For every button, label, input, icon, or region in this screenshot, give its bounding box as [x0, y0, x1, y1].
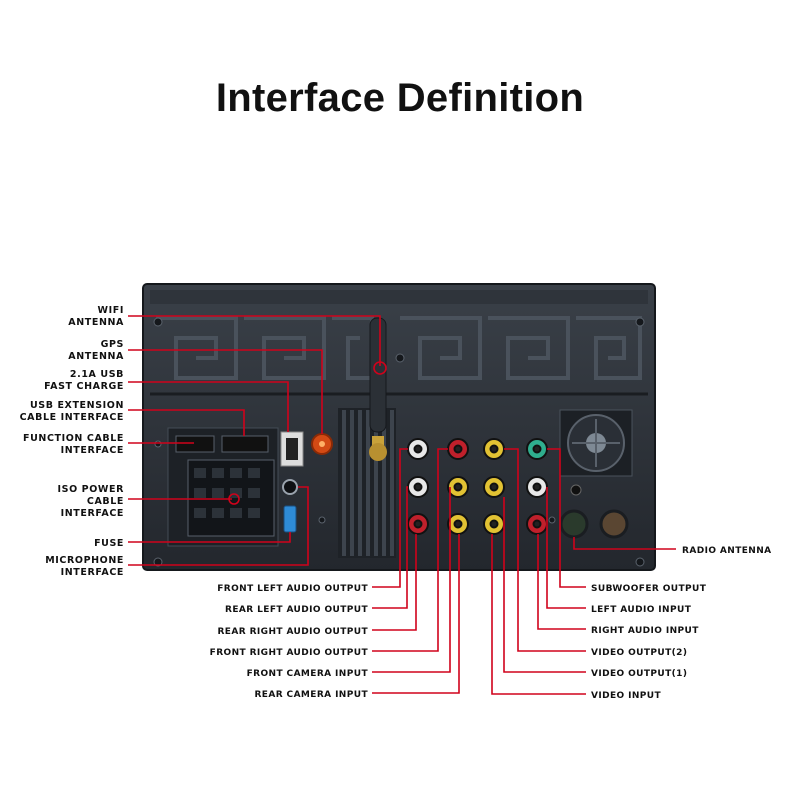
usb-port: [280, 431, 304, 467]
label-left-audio-input: LEFT AUDIO INPUT: [591, 605, 692, 615]
heatsink: [338, 408, 396, 558]
label-fuse: FUSE: [94, 538, 124, 549]
label-front-camera-input: FRONT CAMERA INPUT: [247, 669, 369, 679]
label-function-cable-1: FUNCTION CABLE: [23, 433, 124, 444]
label-video-input: VIDEO INPUT: [591, 691, 662, 701]
label-iso-power-3: INTERFACE: [61, 508, 124, 519]
label-rear-camera-input: REAR CAMERA INPUT: [254, 690, 368, 700]
label-gps-antenna-2: ANTENNA: [68, 351, 124, 362]
iso-power-connector: [167, 427, 279, 547]
label-front-right-audio-output: FRONT RIGHT AUDIO OUTPUT: [210, 648, 369, 658]
screws: [153, 317, 645, 567]
diagram-title: Interface Definition: [215, 76, 585, 120]
label-microphone-1: MICROPHONE: [45, 555, 124, 566]
label-function-cable-2: INTERFACE: [61, 445, 124, 456]
label-wifi-antenna-1: WIFI: [98, 305, 124, 316]
label-gps-antenna-1: GPS: [101, 339, 124, 350]
bottom-right-labels: SUBWOOFER OUTPUT LEFT AUDIO INPUT RIGHT …: [591, 546, 772, 701]
microphone-jack: [282, 479, 298, 495]
label-wifi-antenna-2: ANTENNA: [68, 317, 124, 328]
label-video-output-2: VIDEO OUTPUT(2): [591, 648, 687, 658]
label-microphone-2: INTERFACE: [61, 567, 124, 578]
label-iso-power-2: CABLE: [87, 496, 124, 507]
label-subwoofer-output: SUBWOOFER OUTPUT: [591, 584, 707, 594]
left-labels: WIFI ANTENNA GPS ANTENNA 2.1A USB FAST C…: [20, 305, 124, 578]
head-unit-chassis: [142, 283, 656, 571]
radio-antenna-socket: [559, 484, 629, 539]
label-usb-extension-1: USB EXTENSION: [30, 400, 124, 411]
wifi-antenna: [369, 317, 387, 461]
label-right-audio-input: RIGHT AUDIO INPUT: [591, 626, 699, 636]
label-usb-charge-1: 2.1A USB: [70, 369, 124, 380]
label-rear-right-audio-output: REAR RIGHT AUDIO OUTPUT: [217, 627, 368, 637]
gps-connector: [311, 433, 333, 455]
label-radio-antenna: RADIO ANTENNA: [682, 546, 772, 556]
label-usb-charge-2: FAST CHARGE: [44, 381, 124, 392]
label-video-output-1: VIDEO OUTPUT(1): [591, 669, 687, 679]
label-front-left-audio-output: FRONT LEFT AUDIO OUTPUT: [217, 584, 368, 594]
label-usb-extension-2: CABLE INTERFACE: [20, 412, 124, 423]
fretwork-panel: [156, 316, 642, 380]
label-rear-left-audio-output: REAR LEFT AUDIO OUTPUT: [225, 605, 368, 615]
leader-lines: [128, 315, 676, 695]
cooling-fan: [559, 409, 633, 477]
fuse: [283, 505, 297, 533]
bottom-left-labels: FRONT LEFT AUDIO OUTPUT REAR LEFT AUDIO …: [210, 584, 369, 700]
label-iso-power-1: ISO POWER: [58, 484, 125, 495]
